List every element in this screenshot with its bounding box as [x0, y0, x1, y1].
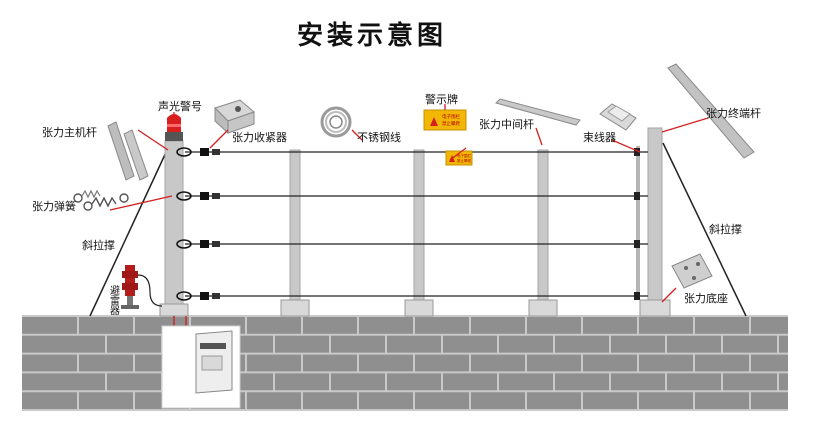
label-diagonal-brace-left: 斜拉撑 — [82, 238, 115, 252]
brick-wall — [22, 315, 788, 411]
warning-sign-icon-top: 电子围栏 禁止攀爬 — [423, 109, 467, 131]
fence-wires — [185, 151, 648, 297]
sign-text-2: 禁止攀爬 — [442, 120, 460, 127]
label-warning-sign: 警示牌 — [425, 92, 458, 106]
end-pole-base — [639, 299, 671, 317]
wire-bundler-icon — [599, 103, 637, 131]
sign-text-4: 禁止攀爬 — [457, 158, 471, 163]
label-tension-end-pole: 张力终端杆 — [706, 106, 761, 120]
label-tension-receiver: 张力收紧器 — [232, 130, 287, 144]
label-diagonal-brace-right: 斜拉撑 — [709, 222, 742, 236]
label-wire-bundler: 束线器 — [583, 130, 616, 144]
label-tension-spring: 张力弹簧 — [32, 199, 76, 213]
tension-spring-icon — [73, 189, 129, 211]
main-pole — [164, 140, 184, 317]
middle-pole-3 — [537, 149, 549, 303]
diagram-title: 安装示意图 — [297, 20, 447, 51]
end-pole-bracket — [636, 146, 640, 296]
middle-pole-3-base — [528, 299, 558, 317]
lightning-arrester-icon — [121, 265, 163, 309]
leader-lines — [109, 104, 709, 303]
middle-pole-2 — [413, 149, 425, 303]
middle-pole-1-base — [280, 299, 310, 317]
label-tension-base: 张力底座 — [684, 291, 728, 305]
end-pole — [647, 127, 663, 303]
end-pole-rod-icon — [667, 63, 755, 159]
main-pole-base — [159, 303, 189, 317]
warning-sign-icon-bottom: 电子围栏 禁止攀爬 — [445, 150, 473, 166]
strobe-alarm-icon — [165, 114, 183, 141]
middle-pole-2-base — [404, 299, 434, 317]
label-tension-middle-pole: 张力中间杆 — [479, 117, 534, 131]
poles — [159, 127, 671, 317]
diagonal-brace-right — [662, 142, 747, 317]
sign-text-1: 电子围栏 — [442, 113, 460, 120]
tension-base-icon — [671, 253, 713, 289]
main-pole-rods-icon — [107, 121, 149, 181]
label-stainless-wire: 不锈钢线 — [357, 130, 401, 144]
middle-pole-1 — [289, 149, 301, 303]
label-tension-main-pole: 张力主机杆 — [42, 125, 97, 139]
stainless-wire-coil-icon — [320, 106, 352, 138]
controller-host-panel — [161, 325, 241, 409]
label-lightning-arrester: 避雷器 — [108, 284, 120, 316]
tension-receiver-icon — [214, 99, 255, 135]
diagonal-brace-left — [89, 147, 169, 317]
svg-text:避雷器: 避雷器 — [108, 284, 120, 316]
sign-text-3: 电子围栏 — [457, 153, 471, 158]
label-strobe-alarm: 声光警号 — [158, 99, 202, 113]
middle-pole-rod-icon — [495, 98, 581, 126]
tensioners — [176, 147, 640, 301]
